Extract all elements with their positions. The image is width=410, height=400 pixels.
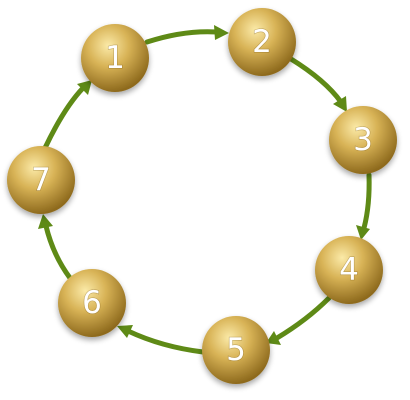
arrow-4-to-5 [266,295,332,345]
node-4-label: 4 [339,252,359,288]
node-7: 7 [7,146,75,214]
node-3: 3 [329,106,397,174]
node-1: 1 [81,24,149,92]
node-7-label: 7 [31,162,51,198]
node-6: 6 [58,269,126,337]
node-2-label: 2 [252,24,272,60]
arrow-6-to-7 [38,214,73,281]
node-5: 5 [202,316,270,384]
node-2: 2 [228,8,296,76]
node-4: 4 [315,236,383,304]
node-5-label: 5 [226,332,246,368]
arrow-1-to-2 [144,25,229,45]
arrow-5-to-6 [117,325,206,355]
arrow-2-to-3 [288,56,347,112]
arrow-3-to-4 [356,172,372,240]
node-1-label: 1 [105,40,125,76]
node-3-label: 3 [353,122,373,158]
node-6-label: 6 [82,285,102,321]
arrow-7-to-1 [42,80,92,151]
